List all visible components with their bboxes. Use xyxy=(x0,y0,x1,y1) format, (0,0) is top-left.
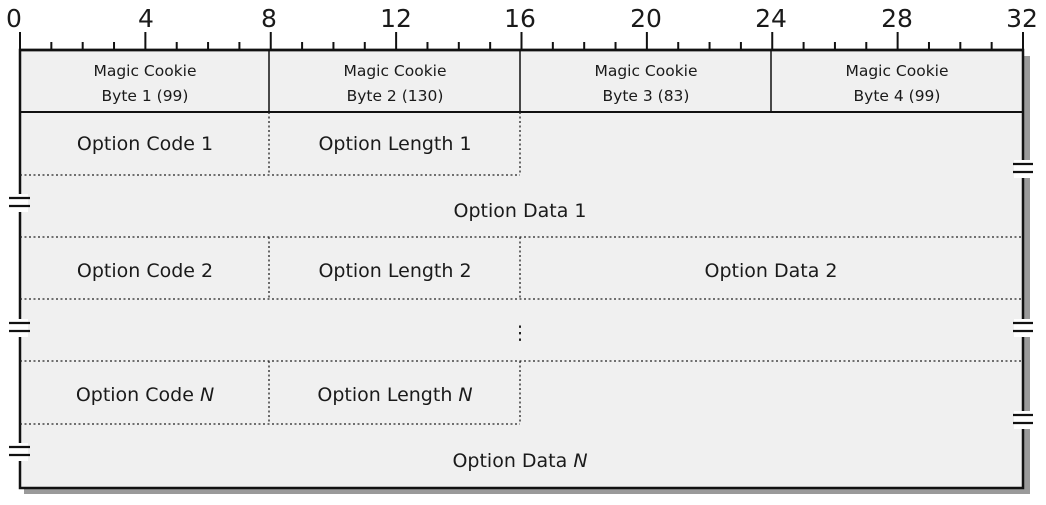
option-data-n: Option Data N xyxy=(452,450,587,472)
ruler-tick-4: 4 xyxy=(138,4,154,33)
option-data-1: Option Data 1 xyxy=(454,200,587,222)
cookie-byte2-line1: Magic Cookie xyxy=(343,62,446,80)
option-data-2: Option Data 2 xyxy=(705,260,838,282)
break-mark-right-2 xyxy=(1013,319,1033,337)
option-data-n-prefix: Option Data xyxy=(452,450,573,472)
ruler-tick-8: 8 xyxy=(261,4,277,33)
bit-ruler: 0 4 8 12 16 20 24 28 32 xyxy=(6,4,1038,52)
option-code-1: Option Code 1 xyxy=(77,133,213,155)
ruler-tick-20: 20 xyxy=(630,4,662,33)
ruler-tick-16: 16 xyxy=(504,4,536,33)
cookie-byte3-line1: Magic Cookie xyxy=(594,62,697,80)
cookie-byte2-line2: Byte 2 (130) xyxy=(347,87,444,105)
cookie-byte3-line2: Byte 3 (83) xyxy=(603,87,690,105)
ruler-tick-24: 24 xyxy=(755,4,787,33)
more-options-ellipsis: ⋮ xyxy=(511,322,530,344)
ruler-tick-28: 28 xyxy=(881,4,913,33)
break-mark-left-2 xyxy=(9,319,30,337)
option-length-2: Option Length 2 xyxy=(318,260,471,282)
break-mark-left-1 xyxy=(9,194,30,212)
option-length-n: Option Length N xyxy=(317,384,472,406)
option-code-2: Option Code 2 xyxy=(77,260,213,282)
option-length-n-var: N xyxy=(458,384,472,406)
option-code-n-var: N xyxy=(200,384,214,406)
break-marks xyxy=(9,160,1033,461)
option-length-1: Option Length 1 xyxy=(318,133,471,155)
break-mark-right-3 xyxy=(1013,411,1033,429)
diagram-frame xyxy=(18,48,1025,490)
ruler-tick-12: 12 xyxy=(380,4,412,33)
option-code-n-prefix: Option Code xyxy=(76,384,200,406)
cookie-byte4-line2: Byte 4 (99) xyxy=(854,87,941,105)
break-mark-right-1 xyxy=(1013,160,1033,178)
break-mark-left-3 xyxy=(9,443,30,461)
cookie-byte4-line1: Magic Cookie xyxy=(845,62,948,80)
ruler-tick-32: 32 xyxy=(1006,4,1038,33)
cookie-byte1-line1: Magic Cookie xyxy=(93,62,196,80)
dotted-separators xyxy=(20,112,1023,425)
cookie-byte1-line2: Byte 1 (99) xyxy=(102,87,189,105)
magic-cookie-row: Magic Cookie Byte 1 (99) Magic Cookie By… xyxy=(20,50,1023,113)
option-data-n-var: N xyxy=(573,450,587,472)
option-code-n: Option Code N xyxy=(76,384,214,406)
option-length-n-prefix: Option Length xyxy=(317,384,458,406)
ruler-tick-0: 0 xyxy=(6,4,22,33)
